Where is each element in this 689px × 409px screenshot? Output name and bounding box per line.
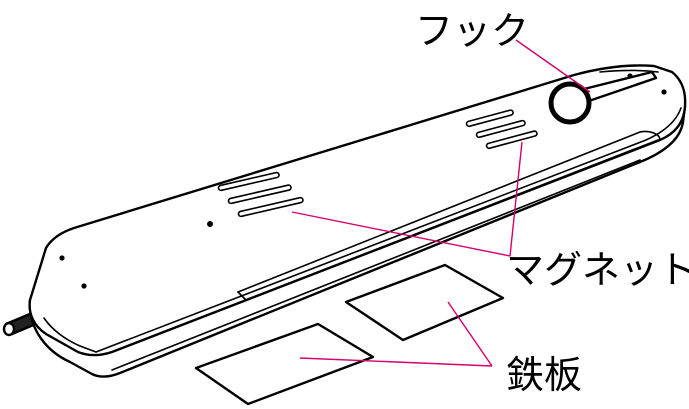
hook xyxy=(548,70,658,125)
magnet-vents-left xyxy=(207,171,304,227)
hook-ring xyxy=(548,81,592,125)
iron-plate-back xyxy=(344,263,505,342)
magnet-vents-right xyxy=(465,109,538,150)
iron-plate-front xyxy=(194,322,375,406)
magnet-label: マグネット xyxy=(506,248,689,292)
hook-label: フック xyxy=(415,9,529,53)
iron-plate-label: 鉄板 xyxy=(506,353,582,397)
iron-plates xyxy=(194,263,505,406)
leader-lines xyxy=(291,39,591,367)
